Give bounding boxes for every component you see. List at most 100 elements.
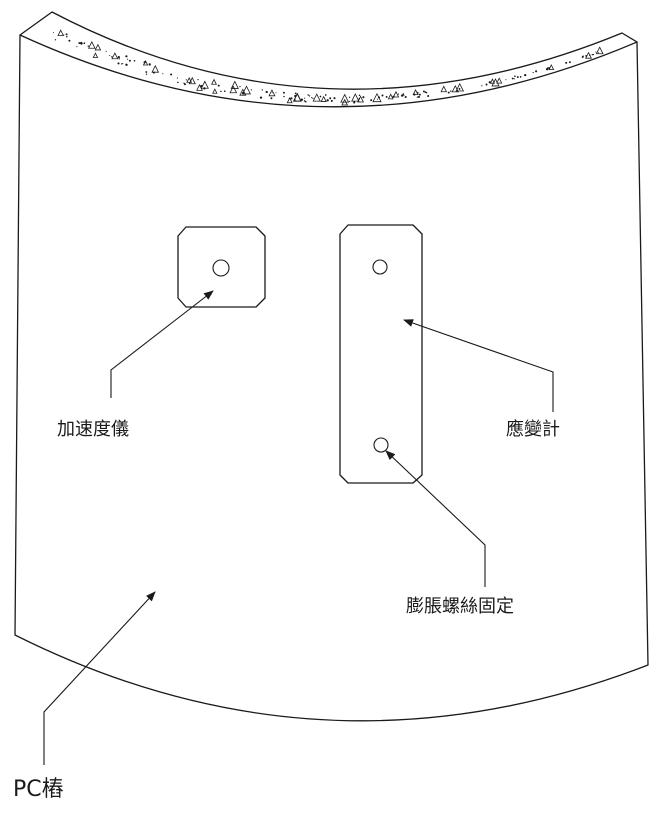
aggregate-dot: [250, 89, 252, 91]
aggregate-dot: [270, 97, 273, 100]
aggregate-triangle: [440, 85, 448, 93]
aggregate-dot: [177, 81, 179, 84]
aggregate-dot: [311, 97, 313, 99]
aggregate-dot: [427, 94, 430, 98]
aggregate-dot: [591, 54, 593, 56]
aggregate-dot: [416, 96, 418, 98]
aggregate-dot: [283, 95, 285, 98]
aggregate-triangle: [293, 93, 302, 102]
aggregate-dot: [128, 59, 131, 62]
aggregate-dot: [176, 77, 178, 79]
aggregate-dot: [362, 96, 365, 99]
aggregate-dot: [185, 79, 187, 81]
aggregate-triangle: [489, 78, 496, 84]
aggregate-dot: [145, 73, 148, 75]
aggregate-dot: [271, 92, 273, 94]
aggregate-dot: [481, 85, 483, 87]
aggregate-dot: [418, 93, 421, 96]
aggregate-dot: [402, 93, 405, 95]
aggregate-triangle: [87, 41, 96, 49]
aggregate-dot: [259, 96, 263, 99]
aggregate-dot: [66, 36, 68, 38]
aggregate-dot: [118, 58, 120, 60]
aggregate-dot: [582, 55, 584, 57]
aggregate-triangle: [57, 29, 64, 36]
pc-pile-body: [14, 34, 649, 722]
aggregate-dot: [239, 85, 241, 88]
aggregate-dot: [76, 46, 78, 48]
aggregate-dot: [511, 77, 514, 80]
aggregate-dot: [592, 53, 595, 56]
accelerometer-label: 加速度儀: [57, 419, 129, 440]
aggregate-dot: [133, 59, 136, 62]
aggregate-dot: [417, 95, 420, 98]
accelerometer-leader: [110, 290, 214, 398]
aggregate-dot: [565, 61, 568, 64]
aggregate-dot: [87, 45, 90, 47]
aggregate-dot: [532, 71, 534, 74]
aggregate-dot: [162, 73, 164, 75]
aggregate-dot: [425, 91, 428, 94]
aggregate-triangle: [496, 77, 503, 84]
aggregate-dot: [381, 94, 384, 97]
aggregate-dot: [324, 94, 327, 96]
aggregate-dot: [392, 95, 395, 98]
aggregate-dot: [223, 90, 226, 93]
accelerometer-sensor-hole: [212, 259, 230, 277]
aggregate-dot: [403, 95, 405, 97]
aggregate-dot: [358, 98, 361, 100]
aggregate-dot: [125, 63, 128, 66]
aggregate-triangle: [387, 93, 394, 100]
aggregate-triangle: [341, 98, 349, 106]
aggregate-dot: [127, 58, 129, 60]
aggregate-dot: [305, 101, 307, 103]
concrete-aggregate-speckles: [52, 29, 604, 106]
aggregate-dot: [547, 67, 549, 69]
aggregate-dot: [304, 97, 306, 99]
aggregate-dot: [358, 94, 361, 97]
aggregate-dot: [290, 97, 293, 100]
aggregate-triangle: [491, 78, 500, 87]
aggregate-dot: [376, 98, 378, 100]
aggregate-triangle: [92, 52, 99, 58]
aggregate-dot: [105, 50, 107, 52]
aggregate-dot: [326, 99, 329, 102]
aggregate-dot: [397, 93, 400, 95]
strain-gauge-leader: [403, 319, 554, 412]
aggregate-triangle: [320, 95, 327, 102]
aggregate-dot: [424, 91, 427, 93]
aggregate-dot: [261, 89, 263, 91]
aggregate-triangle: [372, 92, 382, 103]
aggregate-dot: [417, 92, 419, 94]
aggregate-triangle: [230, 80, 239, 89]
aggregate-dot: [447, 91, 450, 94]
aggregate-dot: [265, 90, 268, 94]
aggregate-triangle: [239, 88, 247, 96]
aggregate-dot: [117, 55, 120, 59]
aggregate-dot: [122, 62, 124, 65]
aggregate-dot: [312, 97, 314, 100]
aggregate-dot: [329, 97, 332, 100]
aggregate-triangle: [196, 84, 203, 91]
aggregate-dot: [121, 63, 123, 65]
expansion-bolt-label: 膨脹螺絲固定: [406, 596, 514, 617]
aggregate-dot: [294, 92, 297, 95]
aggregate-dot: [152, 71, 155, 74]
strain-gauge-lower-bolt-hole: [373, 437, 389, 453]
aggregate-triangle: [312, 93, 321, 102]
pc-pile-leader: [43, 591, 156, 765]
aggregate-triangle: [412, 88, 419, 96]
aggregate-triangle: [340, 93, 350, 103]
aggregate-dot: [353, 101, 356, 104]
aggregate-triangle: [268, 89, 276, 97]
aggregate-dot: [548, 67, 551, 70]
aggregate-dot: [170, 73, 173, 76]
aggregate-dot: [458, 87, 461, 90]
aggregate-dot: [275, 92, 277, 94]
aggregate-dot: [400, 94, 404, 97]
aggregate-dot: [519, 76, 522, 78]
aggregate-triangle: [212, 88, 218, 94]
concrete-shell-band: [19, 11, 638, 108]
aggregate-dot: [307, 94, 309, 96]
